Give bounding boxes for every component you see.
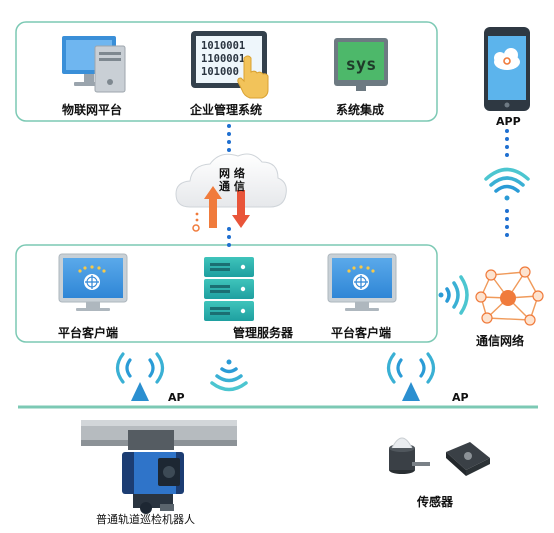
- ap-left-label: AP: [168, 391, 185, 404]
- cloud-text-line-2: 通 信: [219, 180, 245, 193]
- enterprise-system-icon: 1010001 1100001 101000: [191, 31, 269, 99]
- gear-icon: [503, 57, 511, 65]
- wifi-icon-app: [484, 167, 530, 201]
- binary-line-1: 1010001: [201, 40, 245, 52]
- network-cloud-icon: [175, 153, 287, 208]
- binary-line-2: 1100001: [201, 53, 245, 65]
- arrow-down-icon: [232, 190, 250, 228]
- comm-network-label: 通信网络: [476, 334, 525, 348]
- binary-line-3: 101000: [201, 66, 239, 78]
- iot-platform-icon: [62, 36, 126, 93]
- system-integration-icon: sys: [334, 38, 388, 91]
- sensor-box-icon: [446, 442, 490, 476]
- top-group-frame: [15, 21, 438, 122]
- enterprise-system-label: 企业管理系统: [190, 103, 263, 117]
- platform-client-right-label: 平台客户端: [331, 326, 392, 340]
- comm-network-icon: [475, 266, 544, 326]
- cloud-text-line-1: 网 络: [219, 167, 245, 180]
- iot-platform-label: 物联网平台: [62, 103, 123, 117]
- dotted-link-bottom-orange: [192, 212, 200, 232]
- server-signal-icon: [210, 359, 248, 392]
- middle-group-frame: [15, 244, 438, 343]
- system-integration-label: 系统集成: [336, 103, 385, 117]
- arrow-up-icon: [204, 186, 222, 228]
- platform-client-right-icon: [327, 253, 397, 311]
- dotted-link-app-lower: [505, 209, 509, 237]
- platform-client-left-icon: [58, 253, 128, 311]
- ap-tower-right-icon: [386, 352, 436, 401]
- dotted-link-app: [505, 129, 509, 157]
- signal-waves-right-icon: [438, 275, 469, 315]
- sensors-label: 传感器: [417, 495, 454, 509]
- sys-text: sys: [346, 55, 377, 75]
- ap-right-label: AP: [452, 391, 469, 404]
- server-label: 管理服务器: [233, 326, 294, 340]
- robot-label: 普通轨道巡检机器人: [96, 513, 195, 526]
- ap-tower-left-icon: [115, 352, 165, 401]
- robot-icon: [81, 420, 237, 514]
- platform-client-left-label: 平台客户端: [58, 326, 119, 340]
- server-icon: [204, 257, 254, 321]
- app-label: APP: [496, 115, 521, 128]
- smartphone-icon: [484, 27, 530, 111]
- hand-pointer-icon: [237, 55, 269, 99]
- sensor-cylinder-icon: [389, 437, 430, 474]
- dotted-link-bottom: [227, 227, 231, 247]
- dotted-link-top: [227, 124, 231, 152]
